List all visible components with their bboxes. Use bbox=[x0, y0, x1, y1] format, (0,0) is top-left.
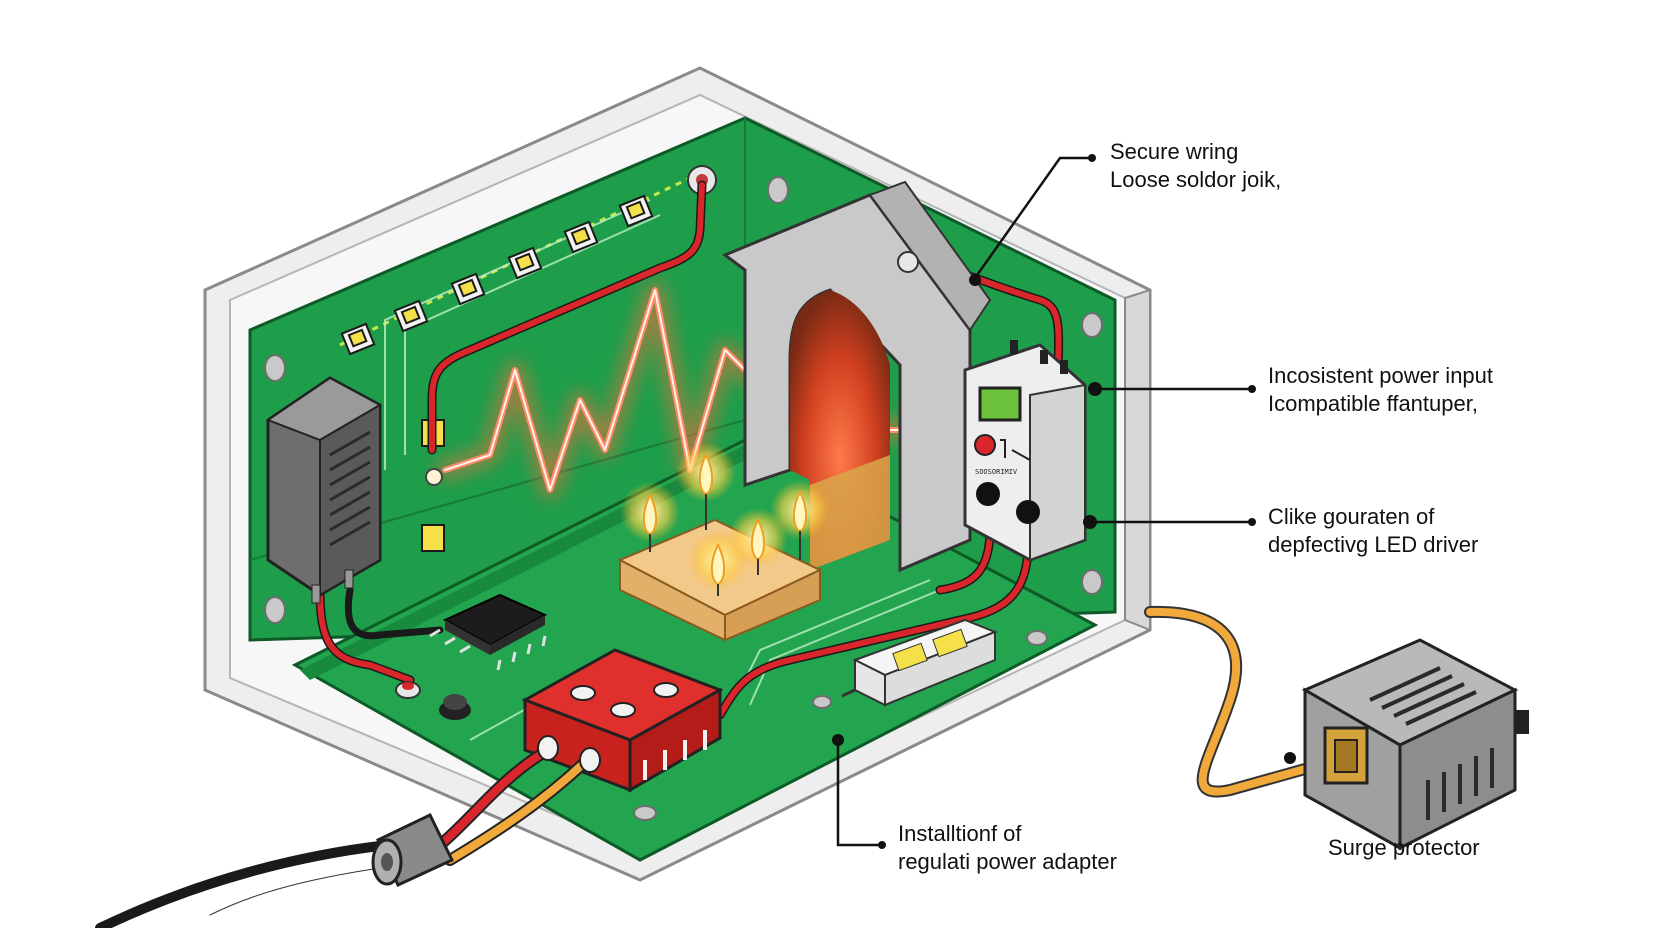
callout-leaders bbox=[836, 156, 1250, 847]
microchip bbox=[429, 593, 548, 671]
arch-heatsink bbox=[721, 180, 992, 573]
heat-block-with-flames bbox=[617, 442, 830, 642]
callout-led-driver: Clike gouraten of depfectivg LED driver bbox=[1268, 503, 1478, 559]
callout-power-adapter: Installtionf of regulati power adapter bbox=[898, 820, 1117, 876]
input-power-cable bbox=[95, 735, 601, 928]
callout-power-input: Incosistent power input Icompatible ffan… bbox=[1268, 362, 1493, 418]
power-module bbox=[265, 376, 383, 604]
callout-led-driver-line1: Clike gouraten of bbox=[1268, 504, 1435, 529]
callout-led-driver-line2: depfectivg LED driver bbox=[1268, 532, 1479, 557]
meter-label-text: SOOSORIMIV bbox=[975, 468, 1018, 476]
callout-dots bbox=[832, 154, 1296, 849]
callout-secure-wiring-line1: Secure wring bbox=[1110, 139, 1239, 164]
callout-power-input-line2: Icompatible ffantuper, bbox=[1268, 391, 1478, 416]
led-driver-meter: SOOSORIMIV bbox=[963, 340, 1087, 562]
callout-power-input-line1: Incosistent power input bbox=[1268, 363, 1494, 388]
led-module bbox=[841, 618, 998, 707]
callout-power-adapter-line1: Installtionf of bbox=[898, 821, 1022, 846]
surge-protector bbox=[1301, 638, 1529, 851]
mounting-holes bbox=[264, 176, 1103, 821]
callout-power-adapter-line2: regulati power adapter bbox=[898, 849, 1117, 874]
callout-secure-wiring: Secure wring Loose soldor joik, bbox=[1110, 138, 1281, 194]
led-strip bbox=[340, 194, 654, 552]
callout-surge-protector: Surge protector bbox=[1328, 834, 1480, 862]
cable-ferrite bbox=[371, 813, 455, 888]
surge-cable bbox=[1144, 605, 1336, 798]
small-button bbox=[395, 681, 471, 720]
callout-surge-protector-line1: Surge protector bbox=[1328, 835, 1480, 860]
callout-secure-wiring-line2: Loose soldor joik, bbox=[1110, 167, 1282, 192]
terminal-block bbox=[521, 648, 724, 793]
